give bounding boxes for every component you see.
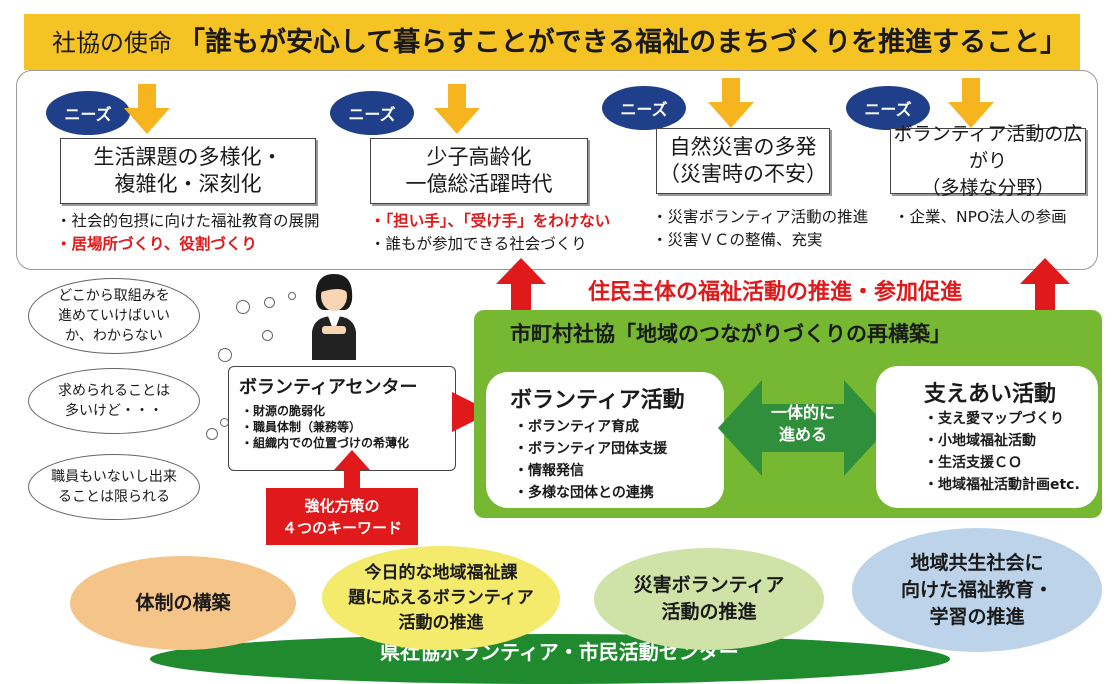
staff-person-icon: [312, 274, 356, 360]
keyword-line: 今日的な地域福祉課: [364, 562, 518, 583]
keyword-blob: 今日的な地域福祉課題に応えるボランティア活動の推進: [322, 546, 560, 650]
need-bullets: ・社会的包摂に向けた福祉教育の展開 ・居場所づくり、役割づくり: [56, 210, 320, 256]
activity-item: ・ボランティア育成: [514, 419, 640, 435]
thought-line: 職員もいないし出来: [51, 469, 177, 485]
vc-issue: ・組織内での位置づけの希薄化: [241, 436, 410, 450]
up-arrow-icon: [334, 450, 370, 492]
down-arrow-icon: [124, 84, 170, 134]
need-box-line: ボランティア活動の広がり: [893, 122, 1083, 172]
need-box: 生活課題の多様化・複雑化・深刻化: [60, 138, 316, 204]
thought-dot: [264, 297, 275, 308]
mission-bar: [24, 14, 1080, 70]
keyword-blob: 災害ボランティア活動の推進: [594, 548, 824, 650]
thought-line: ることは限られる: [57, 489, 170, 505]
integrate-line: 一体的に: [770, 403, 835, 422]
thought-dot: [288, 292, 296, 300]
keyword-blob: 地域共生社会に向けた福祉教育・学習の推進: [852, 528, 1102, 652]
municipal-title: 市町村社協「地域のつながりづくりの再構築」: [510, 322, 951, 346]
thought-dot: [218, 348, 232, 362]
integrate-line: 進める: [778, 425, 827, 444]
needs-pill: ニーズ: [46, 91, 130, 135]
keyword-box-line: ４つのキーワード: [281, 518, 402, 537]
mission-text: 「誰もが安心して暮らすことができる福祉のまちづくりを推進すること」: [178, 27, 1068, 58]
promotion-text: 住民主体の福祉活動の推進・参加促進: [588, 280, 963, 305]
mission-prefix: 社協の使命: [52, 29, 172, 57]
keyword-line: 地域共生社会に: [910, 551, 1044, 574]
need-box: ボランティア活動の広がり （多様な分野）: [890, 123, 1086, 199]
activity-item: ・地域福祉活動計画etc.: [924, 477, 1080, 493]
keyword-line: 学習の推進: [929, 605, 1025, 628]
down-arrow-icon: [708, 78, 754, 128]
activity-item: ・小地域福祉活動: [924, 433, 1036, 449]
vc-issue: ・職員体制（兼務等）: [241, 420, 362, 434]
activity-item: ・支え愛マップづくり: [924, 411, 1064, 427]
needs-pill: ニーズ: [330, 91, 414, 135]
mutual-support-title: 支えあい活動: [924, 382, 1057, 407]
mission-statement: 社協の使命「誰もが安心して暮らすことができる福祉のまちづくりを推進すること」: [52, 20, 1067, 59]
right-arrow-icon: [452, 392, 492, 432]
activity-item: ・生活支援ＣＯ: [924, 455, 1022, 471]
need-bullet: ・災害ボランティア活動の推進: [652, 208, 869, 226]
need-box-line: （災害時の不安）: [659, 162, 827, 186]
needs-pill: ニーズ: [846, 86, 930, 130]
keyword-line: 体制の構築: [135, 591, 231, 614]
thought-line: 進めていけばいい: [58, 308, 170, 324]
volunteer-center-box: ボランティアセンター ・財源の脆弱化 ・職員体制（兼務等） ・組織内での位置づけ…: [228, 366, 456, 471]
thought-line: か、わからない: [65, 328, 163, 344]
integrate-label: 一体的に 進める: [768, 402, 838, 446]
down-arrow-icon: [948, 78, 994, 128]
thought-line: 多いけど・・・: [65, 403, 163, 419]
keyword-line: 向けた福祉教育・: [900, 578, 1053, 601]
up-arrow-icon: [1020, 258, 1070, 312]
need-bullet-highlight: ・居場所づくり、役割づくり: [56, 235, 257, 253]
thought-bubble: 職員もいないし出来ることは限られる: [28, 454, 200, 520]
activity-item: ・多様な団体との連携: [514, 485, 654, 501]
need-bullets: ・「担い手」、「受け手」をわけない ・誰もが参加できる社会づくり: [370, 210, 610, 256]
volunteer-center-title: ボランティアセンター: [239, 377, 418, 398]
need-bullet: ・企業、NPO法人の参画: [894, 208, 1067, 226]
activity-item: ・情報発信: [514, 463, 584, 479]
thought-dot: [236, 300, 250, 314]
keyword-box-line: 強化方策の: [304, 496, 380, 515]
thought-bubble: 求められることは多いけど・・・: [28, 368, 200, 434]
up-arrow-icon: [496, 258, 546, 312]
thought-bubble: どこから取組みを進めていけばいいか、わからない: [28, 278, 200, 354]
thought-dot: [206, 428, 218, 440]
need-box: 少子高齢化一億総活躍時代: [370, 138, 588, 204]
volunteer-activity-box: ボランティア活動 ・ボランティア育成 ・ボランティア団体支援 ・情報発信 ・多様…: [486, 372, 724, 508]
need-box-line: 生活課題の多様化・: [93, 145, 283, 169]
vc-issue: ・財源の脆弱化: [241, 404, 326, 418]
needs-pill: ニーズ: [602, 86, 686, 130]
thought-line: 求められることは: [58, 383, 170, 399]
need-bullets: ・災害ボランティア活動の推進 ・災害ＶＣの整備、充実: [652, 206, 868, 252]
keyword-line: 活動の推進: [398, 612, 484, 633]
need-bullet: ・社会的包摂に向けた福祉教育の展開: [56, 212, 320, 230]
keyword-box: 強化方策の ４つのキーワード: [266, 488, 418, 545]
need-box-line: 複雑化・深刻化: [114, 172, 262, 196]
double-arrow-icon: [718, 380, 888, 476]
keyword-line: 災害ボランティア: [633, 574, 785, 596]
need-bullet: ・災害ＶＣの整備、充実: [652, 231, 823, 249]
need-bullet: ・誰もが参加できる社会づくり: [370, 235, 587, 253]
thought-dot: [262, 330, 273, 341]
activity-item: ・ボランティア団体支援: [514, 441, 668, 457]
need-bullets: ・企業、NPO法人の参画: [894, 206, 1067, 229]
keyword-line: 活動の推進: [661, 601, 757, 623]
keyword-line: 題に応えるボランティア: [348, 587, 534, 608]
volunteer-activity-title: ボランティア活動: [510, 388, 685, 413]
need-box-line: 自然災害の多発: [669, 135, 817, 159]
keyword-blob: 体制の構築: [70, 556, 296, 650]
need-box-line: 一億総活躍時代: [405, 172, 553, 196]
down-arrow-icon: [434, 84, 480, 134]
thought-line: どこから取組みを: [58, 288, 170, 304]
need-box: 自然災害の多発 （災害時の不安）: [656, 128, 830, 194]
need-box-line: （多様な分野）: [921, 176, 1055, 199]
need-box-line: 少子高齢化: [426, 145, 532, 169]
mutual-support-box: 支えあい活動 ・支え愛マップづくり ・小地域福祉活動 ・生活支援ＣＯ ・地域福祉…: [876, 366, 1098, 508]
need-bullet-highlight: ・「担い手」、「受け手」をわけない: [370, 212, 611, 230]
